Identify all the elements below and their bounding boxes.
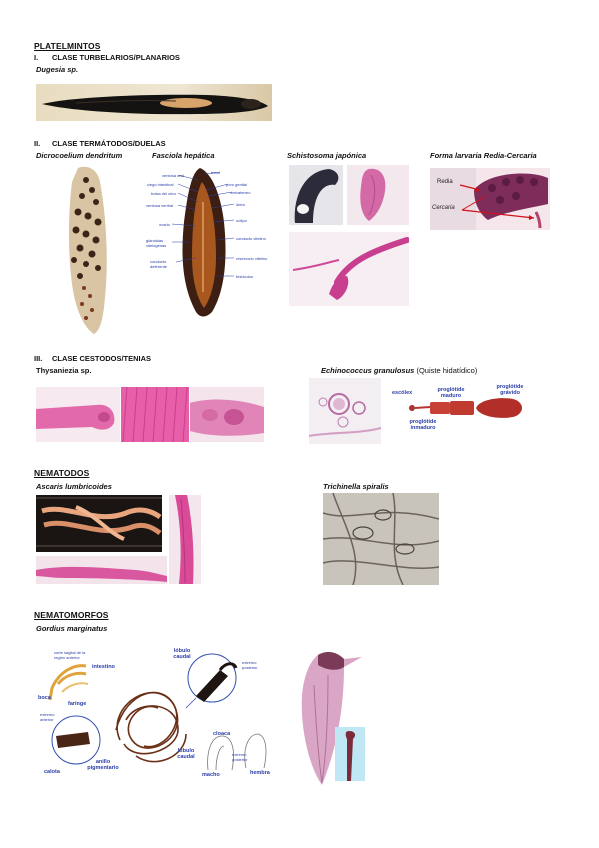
thysaniezia-photo-3 [190, 387, 264, 442]
calota-label: calota [44, 769, 60, 775]
proglotide-inmaduro-label: proglótide inmaduro [409, 419, 437, 431]
class-title: CLASE TERMÁTODOS/DUELAS [52, 139, 166, 148]
ascaris-photo-2 [169, 495, 201, 584]
section-title-platelmintos: PLATELMINTOS [34, 41, 101, 51]
class-title: CLASE TURBELARIOS/PLANARIOS [52, 53, 180, 62]
species-trichinella: Trichinella spiralis [323, 482, 389, 491]
ascaris-photo-1 [36, 495, 162, 552]
fasciola-diagram [140, 162, 270, 322]
faringe-label: faringe [68, 701, 87, 707]
fasciola-label: ventosa oral [162, 173, 184, 178]
thysaniezia-photo-2 [121, 387, 189, 442]
species-fasciola: Fasciola hepática [152, 151, 215, 160]
dicrocoelium-photo [58, 164, 121, 336]
lobulo-caudal-label: lóbulo caudal [173, 648, 191, 660]
thysaniezia-photo-1 [36, 387, 120, 442]
gordius-photo-2 [335, 727, 365, 781]
extremo-posterior-label: extremo posterior [242, 660, 258, 670]
lobulo-caudal-label: lóbulo caudal [177, 748, 195, 760]
trichinella-photo [323, 493, 439, 585]
section-title-nematomorfos: NEMATOMORFOS [34, 610, 109, 620]
fasciola-label: bolsa del cirro [151, 191, 176, 196]
class-heading-trematodos: II. CLASE TERMÁTODOS/DUELAS [34, 139, 166, 148]
fasciola-label: ventosa ventral [146, 203, 174, 208]
echinococcus-diagram [388, 378, 530, 430]
class-number: III. [34, 354, 43, 363]
fasciola-label: testículos [236, 274, 253, 279]
species-echinococcus-note: (Quiste hidatídico) [414, 366, 478, 375]
cercaria-label: Cercaria [432, 205, 455, 211]
class-title: CLASE CESTODOS/TENIAS [52, 354, 152, 363]
species-gordius: Gordius marginatus [36, 624, 108, 633]
fasciola-label: ciego intestinal [147, 182, 174, 187]
class-heading-turbelarios: I. CLASE TURBELARIOS/PLANARIOS [34, 53, 180, 62]
hydatid-cyst-photo [309, 378, 381, 444]
fasciola-label: metratermo [230, 190, 251, 195]
anillo-pigmentario-label: anillo pigmentario [87, 759, 119, 771]
cloaca-label: cloaca [213, 731, 231, 737]
schistosoma-photo-3 [289, 232, 409, 306]
species-thysaniezia: Thysaniezia sp. [36, 366, 92, 375]
species-schistosoma: Schistosoma japónica [287, 151, 367, 160]
schistosoma-photo-2 [347, 165, 409, 225]
fasciola-label: conducto vitelino [236, 236, 266, 241]
species-dugesia: Dugesia sp. [36, 65, 79, 74]
species-echinococcus-name: Echinococcus granulosus [321, 366, 415, 375]
intestino-label: intestino [92, 664, 115, 670]
class-number: I. [34, 53, 39, 62]
escolex-label: escólex [392, 390, 413, 396]
boca-label: boca [38, 695, 51, 701]
proglotide-maduro-label: proglótide maduro [437, 387, 465, 399]
species-redia-cercaria: Forma larvaria Redia-Cercaria [430, 151, 537, 160]
species-ascaris: Ascaris lumbricoides [36, 482, 112, 491]
fasciola-label: glándulas vitelógenas [146, 238, 167, 248]
extremo-posterior-label: extremo posterior [232, 752, 248, 762]
ascaris-photo-3 [36, 556, 167, 584]
redia-label: Redia [437, 179, 453, 185]
fasciola-label: poro genital [226, 182, 247, 187]
schistosoma-photo-1 [289, 165, 343, 225]
fasciola-label: reservorio vitelino [236, 256, 268, 261]
gordius-diagram [36, 640, 286, 790]
corte-sagital-label: corte sagital de la región anterior [54, 650, 86, 660]
species-echinococcus: Echinococcus granulosus (Quiste hidatídi… [321, 366, 477, 375]
fasciola-label: boca [211, 170, 220, 175]
fasciola-label: útero [236, 202, 246, 207]
species-dicrocoelium: Dicrocoelium dendritum [36, 151, 123, 160]
macho-label: macho [202, 772, 220, 778]
class-number: II. [34, 139, 41, 148]
redia-cercaria-photo [430, 168, 550, 230]
class-heading-cestodos: III. CLASE CESTODOS/TENIAS [34, 354, 151, 363]
fasciola-label: ootipo [236, 218, 247, 223]
dugesia-photo [36, 84, 272, 121]
fasciola-label: ovario [159, 222, 170, 227]
extremo-anterior-label: extremo anterior [40, 712, 55, 722]
proglotide-gravido-label: proglótide grávido [496, 384, 524, 396]
section-title-nematodos: NEMATODOS [34, 468, 90, 478]
fasciola-label: conducto deferente [150, 259, 167, 269]
hembra-label: hembra [250, 770, 270, 776]
